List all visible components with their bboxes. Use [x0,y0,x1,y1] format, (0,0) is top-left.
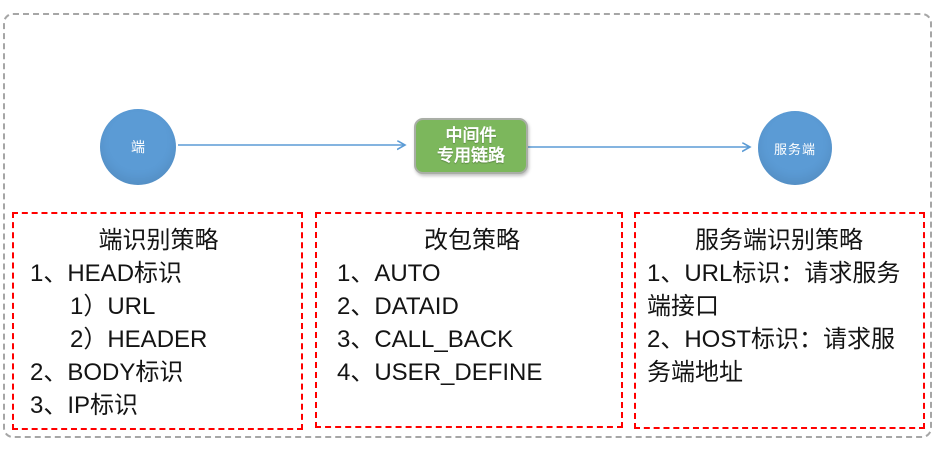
list-item: 1、URL标识：请求服务端接口 [647,260,901,320]
client-policy-box: 端识别策略 1、HEAD标识 1）URL 2）HEADER 2、BODY标识 3… [12,212,303,430]
list-item: 2、BODY标识 [30,359,184,386]
server-node: 服务端 [758,111,832,185]
packet-policy-title: 改包策略 [424,227,520,254]
list-item: 1）URL [70,293,156,320]
client-policy-title: 端识别策略 [98,227,219,254]
list-item: 2）HEADER [70,326,208,353]
list-item: 1、AUTO [337,260,441,287]
middleware-node-label-line1: 中间件 [445,126,497,145]
list-item: 2、DATAID [337,293,459,320]
list-item: 3、CALL_BACK [337,326,514,353]
server-policy-title: 服务端识别策略 [695,227,863,254]
server-policy-box: 服务端识别策略 1、URL标识：请求服务端接口 2、HOST标识：请求服务端地址 [634,212,925,429]
packet-policy-box: 改包策略 1、AUTO 2、DATAID 3、CALL_BACK 4、USER_… [315,212,623,428]
list-item: 3、IP标识 [30,392,139,419]
outer-dashed-border [3,13,932,438]
list-item: 2、HOST标识：请求服务端地址 [647,326,896,386]
server-node-label: 服务端 [773,141,816,157]
client-node-label: 端 [131,139,145,155]
list-item: 1、HEAD标识 [30,260,183,287]
list-item: 4、USER_DEFINE [337,359,543,386]
middleware-node: 中间件 专用链路 [414,118,528,174]
middleware-node-label-line2: 专用链路 [437,146,505,165]
client-node: 端 [100,109,176,185]
